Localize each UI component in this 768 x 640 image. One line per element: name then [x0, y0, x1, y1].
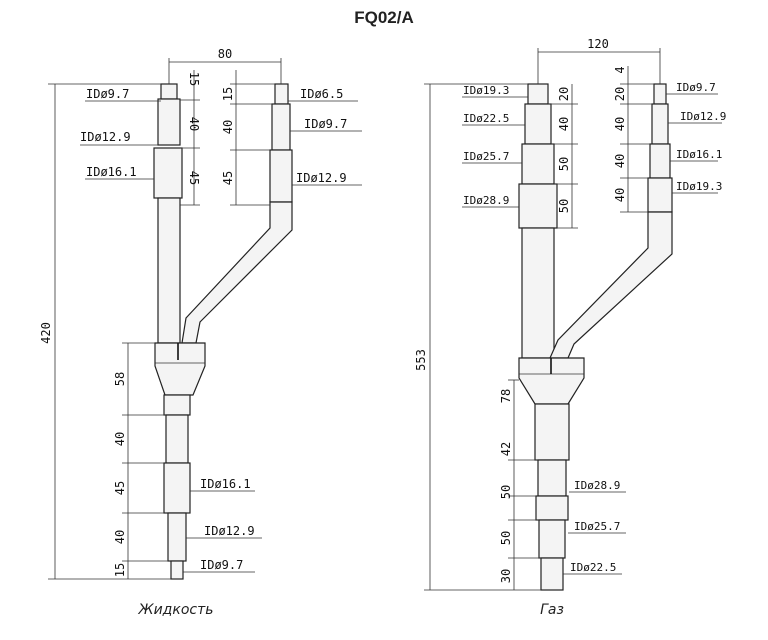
liquid-right-label-id129: IDø12.9 [296, 171, 347, 185]
gas-bottom-50b: 50 [499, 531, 513, 545]
gas-top-right-20: 20 [613, 87, 627, 101]
gas-top-left-40: 40 [557, 117, 571, 131]
liquid-top-right-15: 15 [221, 87, 235, 101]
gas-bottom-label-id225: IDø22.5 [570, 561, 616, 574]
liquid-right-label-id97: IDø9.7 [304, 117, 347, 131]
liquid-top-left-40: 40 [187, 117, 201, 131]
liquid-bottom-label-id129: IDø12.9 [204, 524, 255, 538]
gas-caption: Газ [540, 602, 564, 618]
gas-bottom-42: 42 [499, 442, 513, 456]
gas-bottom-50a: 50 [499, 485, 513, 499]
gas-right-label-id193: IDø19.3 [676, 180, 722, 193]
gas-top-right-40c: 40 [613, 188, 627, 202]
gas-bottom-label-id289: IDø28.9 [574, 479, 620, 492]
diagram-title: FQ02/A [354, 8, 414, 27]
liquid-bottom-40a: 40 [113, 432, 127, 446]
liquid-branch-drawing [48, 58, 362, 580]
gas-label-id193: IDø19.3 [463, 84, 509, 97]
liquid-total-dim: 420 [39, 322, 53, 344]
gas-branch-drawing [424, 48, 722, 591]
gas-right-label-id97: IDø9.7 [676, 81, 716, 94]
liquid-right-label-id65: IDø6.5 [300, 87, 343, 101]
gas-bottom-label-id257: IDø25.7 [574, 520, 620, 533]
gas-right-label-id161: IDø16.1 [676, 148, 722, 161]
liquid-bottom-40b: 40 [113, 530, 127, 544]
gas-bottom-30: 30 [499, 569, 513, 583]
gas-bottom-78: 78 [499, 389, 513, 403]
liquid-top-right-40: 40 [221, 120, 235, 134]
liquid-bottom-label-id97: IDø9.7 [200, 558, 243, 572]
gas-right-label-id129: IDø12.9 [680, 110, 726, 123]
liquid-bottom-58: 58 [113, 372, 127, 386]
liquid-label-id161: IDø16.1 [86, 165, 137, 179]
gas-label-id225: IDø22.5 [463, 112, 509, 125]
liquid-top-left-45: 45 [187, 171, 201, 185]
liquid-top-right-45: 45 [221, 171, 235, 185]
gas-top-left-20: 20 [557, 87, 571, 101]
gas-top-right-40a: 40 [613, 117, 627, 131]
liquid-bottom-label-id161: IDø16.1 [200, 477, 251, 491]
gas-width-dim: 120 [587, 37, 609, 51]
gas-top-right-4: 4 [613, 66, 627, 73]
gas-top-left-50a: 50 [557, 157, 571, 171]
liquid-top-left-15: 15 [187, 72, 201, 86]
liquid-label-id129: IDø12.9 [80, 130, 131, 144]
liquid-bottom-45: 45 [113, 481, 127, 495]
gas-label-id257: IDø25.7 [463, 150, 509, 163]
gas-top-right-40b: 40 [613, 154, 627, 168]
liquid-caption: Жидкость [138, 602, 214, 618]
liquid-width-dim: 80 [218, 47, 232, 61]
gas-top-left-50b: 50 [557, 199, 571, 213]
liquid-bottom-15: 15 [113, 563, 127, 577]
liquid-label-id97: IDø9.7 [86, 87, 129, 101]
gas-total-dim: 553 [414, 349, 428, 371]
gas-label-id289: IDø28.9 [463, 194, 509, 207]
